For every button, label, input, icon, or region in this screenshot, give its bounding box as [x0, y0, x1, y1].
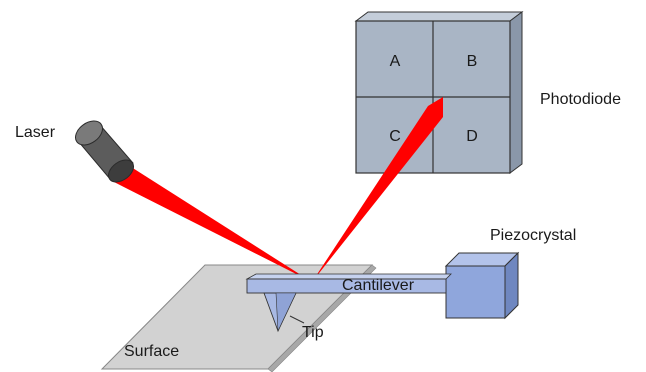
piezocrystal: [444, 251, 520, 320]
tip-leader-line: [289, 315, 305, 324]
reflected-laser-beam: [312, 97, 443, 282]
tip: [263, 292, 297, 333]
photodiode: A B C D: [354, 11, 524, 174]
piezocrystal-label: Piezocrystal: [490, 227, 576, 244]
surface-label: Surface: [124, 343, 179, 360]
tip-label: Tip: [302, 324, 324, 341]
quadrant-a-label: A: [390, 53, 401, 70]
quadrant-c-label: C: [389, 128, 401, 145]
incident-laser-beam: [114, 165, 312, 282]
laser-label: Laser: [15, 124, 56, 141]
cantilever: [245, 273, 452, 294]
quadrant-d-label: D: [466, 128, 478, 145]
photodiode-label: Photodiode: [540, 91, 621, 108]
cantilever-label: Cantilever: [342, 277, 415, 294]
laser-source: [75, 120, 135, 183]
quadrant-b-label: B: [467, 53, 478, 70]
